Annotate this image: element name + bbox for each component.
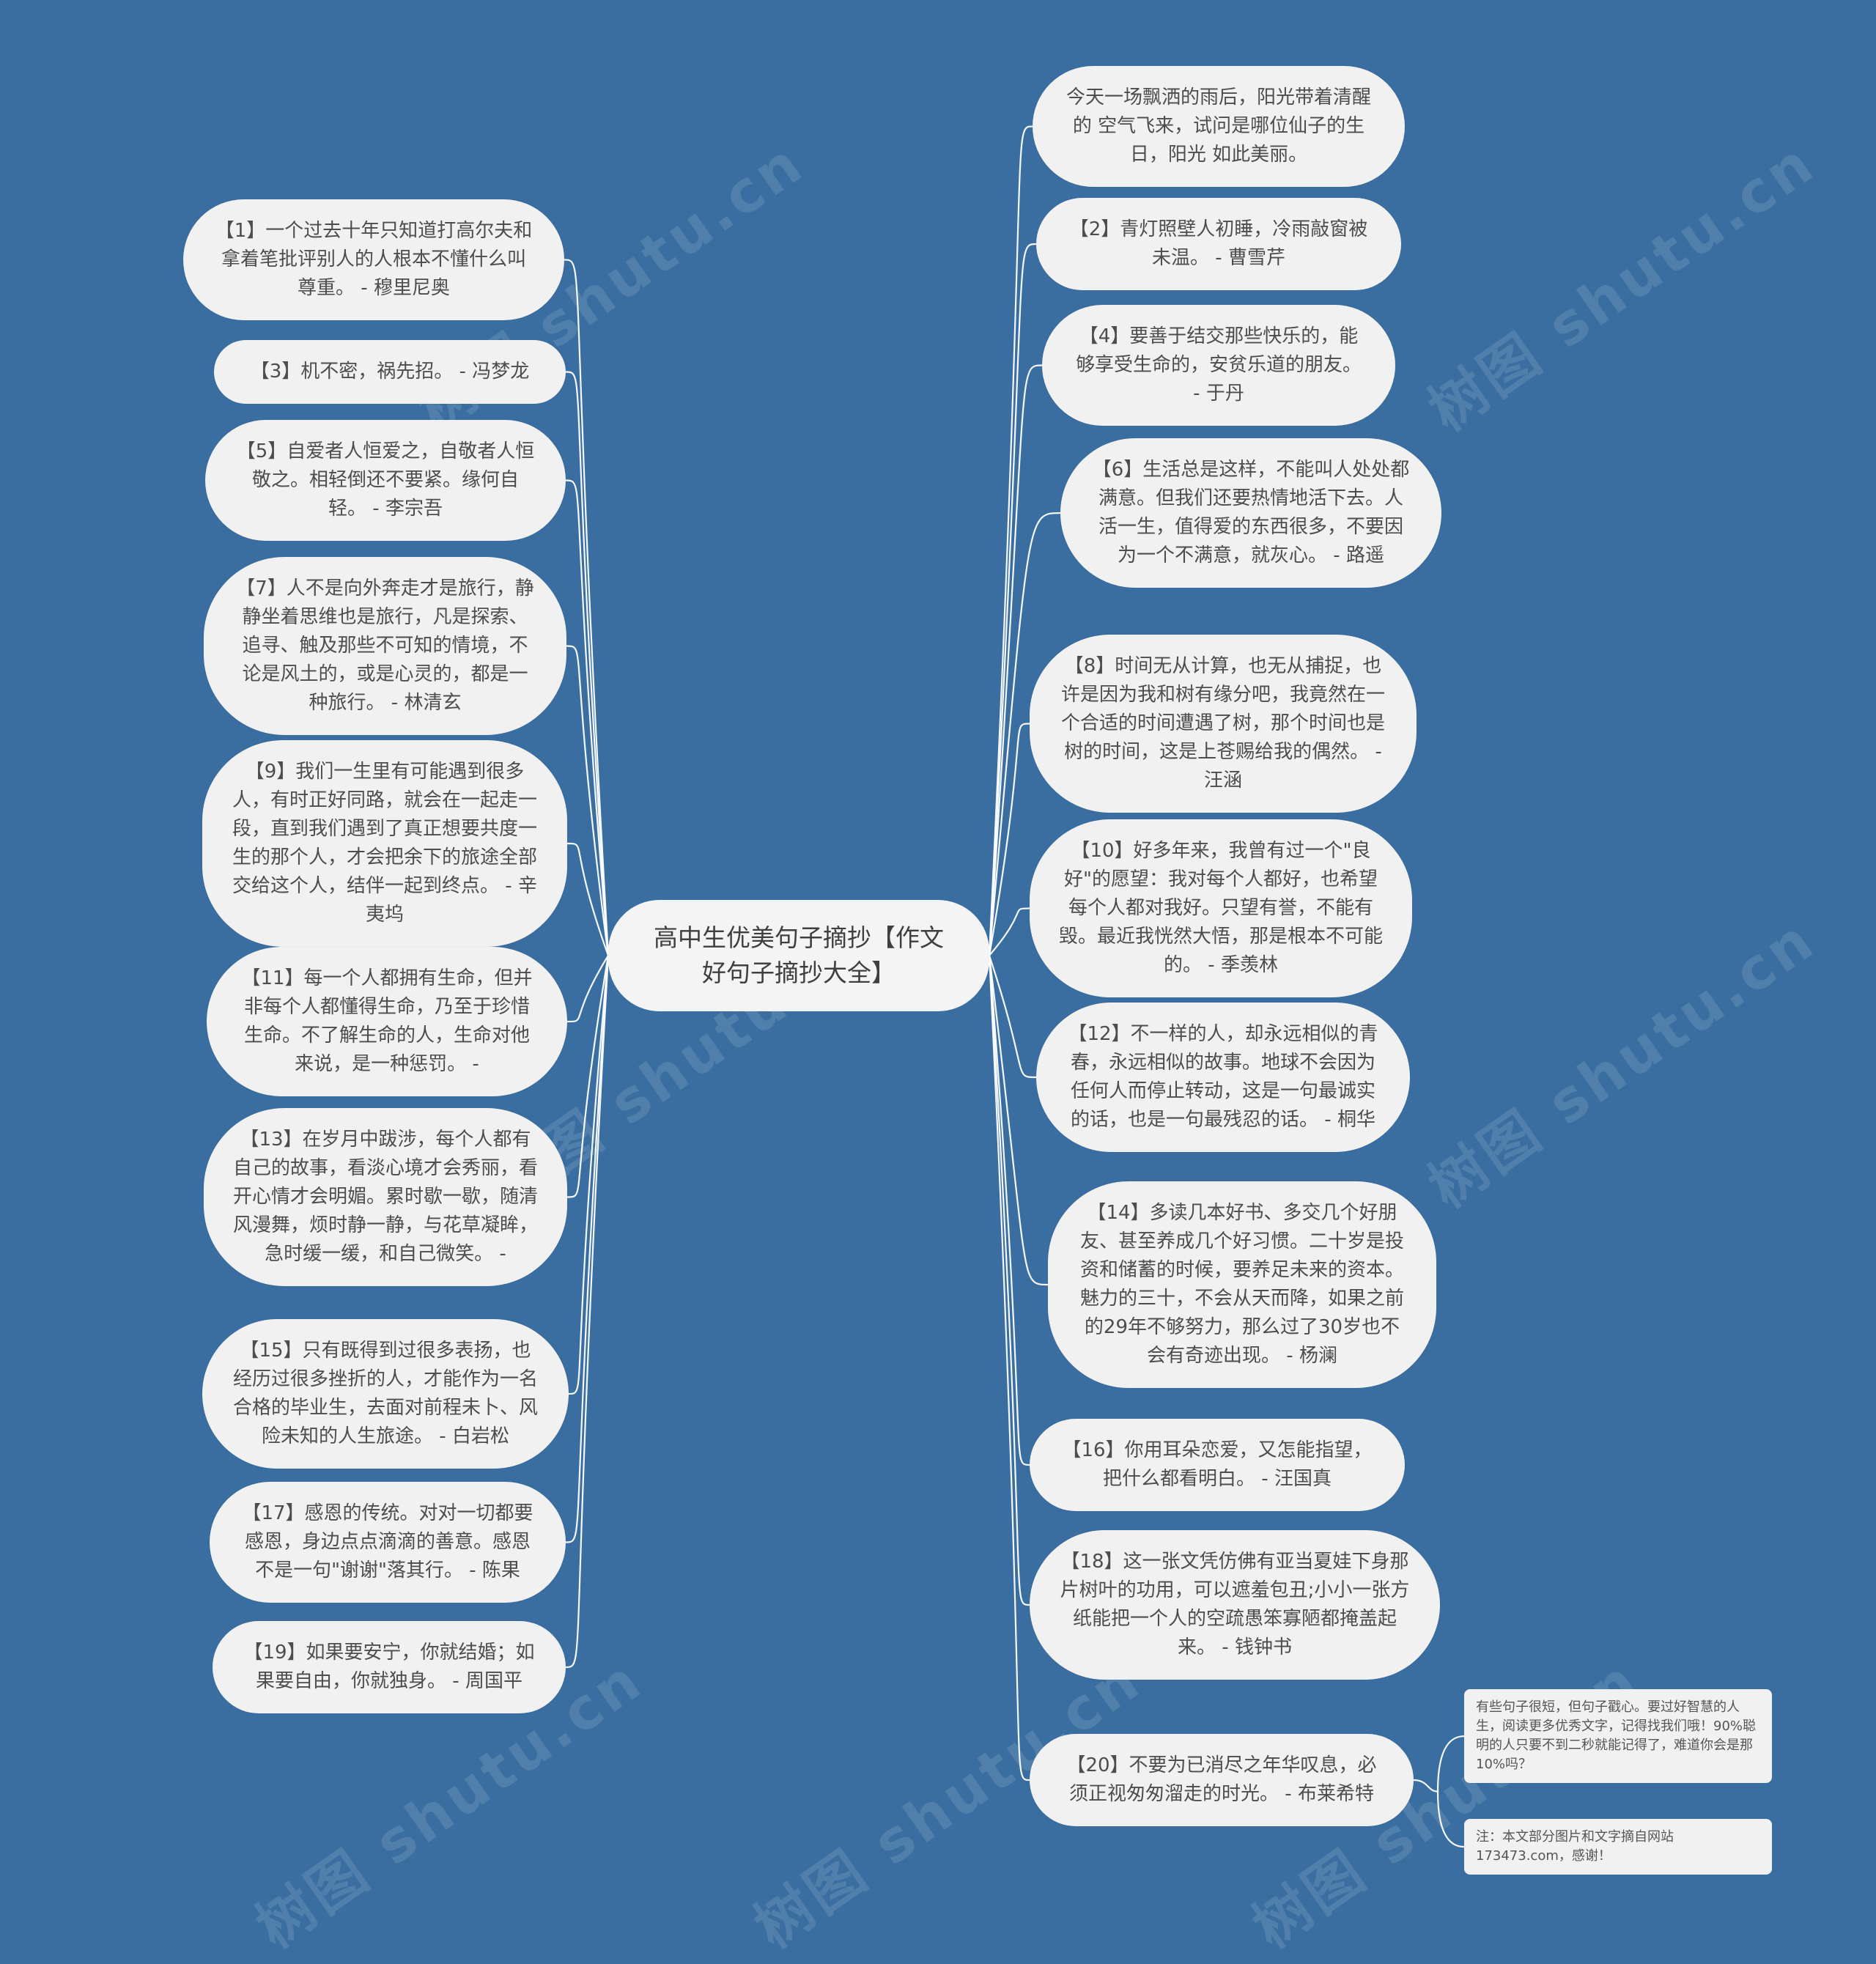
quote-node-3: 【3】机不密，祸先招。 - 冯梦龙	[214, 340, 566, 404]
quote-node-7: 【7】人不是向外奔走才是旅行，静静坐着思维也是旅行，凡是探索、追寻、触及那些不可…	[204, 557, 566, 735]
quote-node-15: 【15】只有既得到过很多表扬，也经历过很多挫折的人，才能作为一名合格的毕业生，去…	[202, 1319, 569, 1469]
quote-node-5: 【5】自爱者人恒爱之，自敬者人恒敬之。相轻倒还不要紧。缘何自轻。 - 李宗吾	[205, 420, 566, 541]
quote-node-intro: 今天一场飘洒的雨后，阳光带着清醒的 空气飞来，试问是哪位仙子的生日，阳光 如此美…	[1033, 66, 1405, 187]
quote-node-17: 【17】感恩的传统。对对一切都要感恩，身边点点滴滴的善意。感恩不是一句"谢谢"落…	[210, 1482, 566, 1603]
quote-node-2: 【2】青灯照壁人初睡，冷雨敲窗被未温。 - 曹雪芹	[1036, 198, 1401, 290]
quote-node-12: 【12】不一样的人，却永远相似的青春，永远相似的故事。地球不会因为任何人而停止转…	[1036, 1003, 1410, 1152]
note-box-credit: 注：本文部分图片和文字摘自网站173473.com，感谢！	[1464, 1819, 1772, 1875]
quote-node-11: 【11】每一个人都拥有生命，但并非每个人都懂得生命，乃至于珍惜生命。不了解生命的…	[207, 947, 567, 1096]
quote-node-4: 【4】要善于结交那些快乐的，能够享受生命的，安贫乐道的朋友。 - 于丹	[1042, 305, 1395, 426]
center-node: 高中生优美句子摘抄【作文好句子摘抄大全】	[608, 900, 989, 1011]
quote-node-10: 【10】好多年来，我曾有过一个"良好"的愿望：我对每个人都好，也希望每个人都对我…	[1030, 819, 1412, 997]
quote-node-1: 【1】一个过去十年只知道打高尔夫和拿着笔批评别人的人根本不懂什么叫尊重。 - 穆…	[183, 199, 564, 320]
quote-node-18: 【18】这一张文凭仿佛有亚当夏娃下身那片树叶的功用，可以遮羞包丑;小小一张方纸能…	[1030, 1530, 1440, 1680]
quote-node-6: 【6】生活总是这样，不能叫人处处都满意。但我们还要热情地活下去。人活一生，值得爱…	[1060, 438, 1441, 588]
quote-node-16: 【16】你用耳朵恋爱，又怎能指望，把什么都看明白。 - 汪国真	[1030, 1419, 1405, 1511]
quote-node-8: 【8】时间无从计算，也无从捕捉，也许是因为我和树有缘分吧，我竟然在一个合适的时间…	[1030, 635, 1417, 813]
quote-node-13: 【13】在岁月中跋涉，每个人都有自己的故事，看淡心境才会秀丽，看开心情才会明媚。…	[204, 1108, 567, 1286]
quote-node-9: 【9】我们一生里有可能遇到很多人，有时正好同路，就会在一起走一段，直到我们遇到了…	[202, 740, 567, 947]
quote-node-20: 【20】不要为已消尽之年华叹息，必须正视匆匆溜走的时光。 - 布莱希特	[1030, 1734, 1414, 1826]
note-box-promo: 有些句子很短，但句子戳心。要过好智慧的人生，阅读更多优秀文字，记得找我们哦！90…	[1464, 1689, 1772, 1784]
quote-node-19: 【19】如果要安宁，你就结婚；如果要自由，你就独身。 - 周国平	[213, 1621, 566, 1713]
quote-node-14: 【14】多读几本好书、多交几个好朋友、甚至养成几个好习惯。二十岁是投资和储蓄的时…	[1048, 1181, 1436, 1388]
